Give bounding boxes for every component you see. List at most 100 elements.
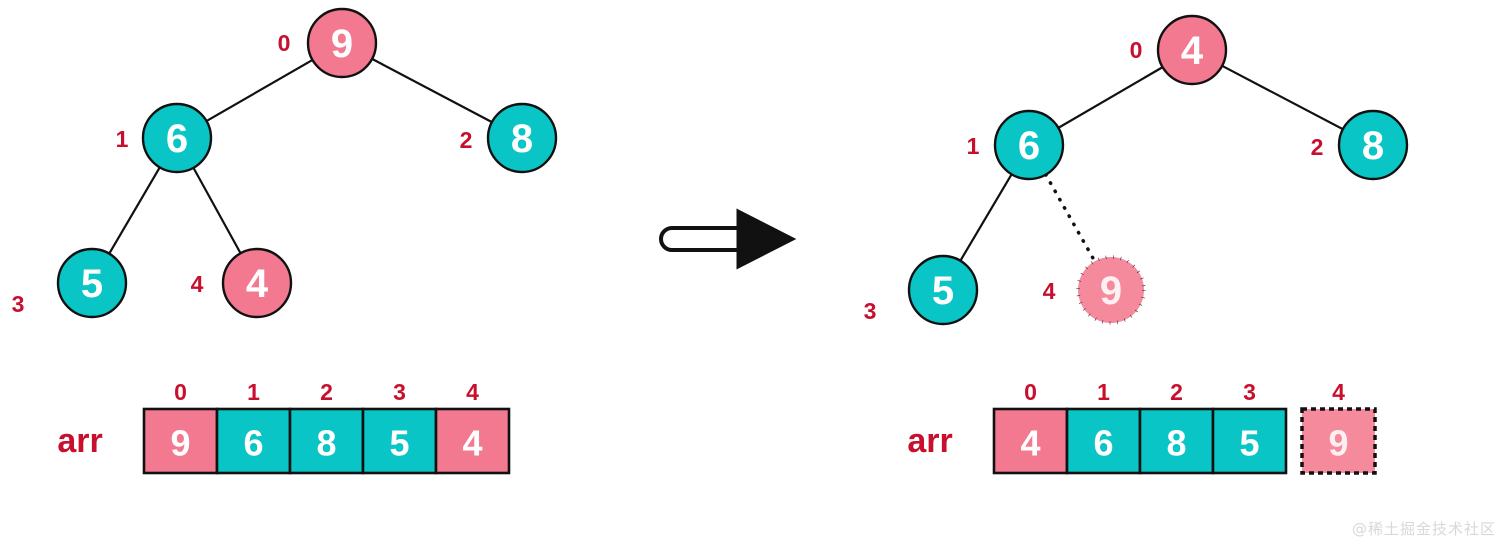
node-value: 8 — [1362, 124, 1384, 168]
node-index-label: 4 — [191, 271, 204, 297]
node-value: 9 — [331, 22, 353, 66]
node-circle — [486, 102, 558, 174]
node-value: 8 — [511, 117, 533, 161]
array-index-label: 0 — [1024, 379, 1037, 405]
array-cell-box — [361, 407, 438, 475]
right-tree-node-3[interactable]: 5 — [907, 254, 979, 326]
array-cell-value: 6 — [1093, 423, 1113, 464]
array-cell-value: 6 — [243, 423, 263, 464]
node-index-label: 1 — [967, 133, 980, 159]
node-value: 5 — [81, 262, 103, 306]
right-array: arr 4 0 6 1 8 2 5 3 9 4 — [907, 379, 1377, 475]
array-index-label: 4 — [466, 379, 479, 405]
left-array-cell-2[interactable]: 8 — [288, 407, 365, 475]
left-array-cell-3[interactable]: 5 — [361, 407, 438, 475]
left-tree-edge — [205, 58, 314, 123]
right-tree-edge — [1057, 66, 1164, 129]
array-cell-box — [434, 407, 511, 475]
node-index-label: 3 — [864, 298, 877, 324]
node-circle — [141, 102, 213, 174]
array-index-label: 2 — [320, 379, 333, 405]
right-array-cell-3[interactable]: 5 — [1211, 407, 1288, 475]
array-index-label: 1 — [1097, 379, 1110, 405]
array-cell-box — [288, 407, 365, 475]
array-cell-value: 4 — [462, 423, 482, 464]
left-tree-edge — [192, 166, 242, 255]
array-index-label: 1 — [247, 379, 260, 405]
right-tree-edge — [959, 173, 1013, 262]
node-circle — [1076, 255, 1146, 325]
right-tree-node-2[interactable]: 8 — [1337, 109, 1409, 181]
left-tree-edge — [108, 166, 161, 255]
array-cell-box — [1211, 407, 1288, 475]
left-tree-node-3[interactable]: 5 — [56, 247, 128, 319]
node-index-label: 2 — [1311, 134, 1324, 160]
node-circle — [306, 7, 378, 79]
right-tree-edges — [959, 64, 1344, 264]
right-panel: 4 0 6 1 8 2 5 3 9 4 arr 4 0 6 1 8 2 5 3 9 4 — [864, 14, 1409, 475]
left-array-cell-0[interactable]: 9 — [142, 407, 219, 475]
node-value: 4 — [1181, 29, 1204, 73]
node-index-label: 1 — [116, 126, 129, 152]
array-cell-value: 5 — [389, 423, 409, 464]
right-tree-node-1[interactable]: 6 — [993, 109, 1065, 181]
left-tree-edges — [108, 57, 494, 255]
right-array-cell-4[interactable]: 9 — [1300, 407, 1377, 475]
node-value: 9 — [1100, 269, 1122, 313]
right-array-label: arr — [907, 422, 952, 460]
array-cell-value: 8 — [316, 423, 336, 464]
left-array: arr 90 6 1 8 2 5 3 4 4 — [57, 379, 511, 475]
node-index-label: 0 — [1130, 37, 1143, 63]
node-circle — [1156, 14, 1228, 86]
node-value: 6 — [166, 117, 188, 161]
array-index-label: 4 — [1332, 379, 1345, 405]
right-array-cell-1[interactable]: 6 — [1065, 407, 1142, 475]
array-cell-box — [1300, 407, 1377, 475]
right-tree-edge — [1221, 64, 1344, 131]
node-circle — [56, 247, 128, 319]
right-tree-nodes: 4 0 6 1 8 2 5 3 9 4 — [864, 14, 1409, 326]
array-index-label: 3 — [1243, 379, 1256, 405]
node-index-label: 3 — [12, 291, 25, 317]
left-array-cell-4[interactable]: 4 — [434, 407, 511, 475]
node-circle — [907, 254, 979, 326]
array-index-label: 0 — [174, 379, 187, 405]
node-index-label: 4 — [1043, 278, 1056, 304]
left-tree-node-1[interactable]: 6 — [141, 102, 213, 174]
array-cell-box — [142, 407, 219, 475]
array-cell-value: 8 — [1166, 423, 1186, 464]
left-tree-node-4[interactable]: 4 — [221, 247, 293, 319]
right-tree-node-0[interactable]: 4 — [1156, 14, 1228, 86]
left-tree-edge — [370, 57, 494, 124]
node-value: 4 — [246, 262, 269, 306]
array-cell-value: 4 — [1020, 423, 1040, 464]
right-array-cell-0[interactable]: 4 — [992, 407, 1069, 475]
left-tree-node-2[interactable]: 8 — [486, 102, 558, 174]
array-cell-box — [1065, 407, 1142, 475]
array-cell-value: 9 — [1328, 423, 1348, 464]
right-array-cell-2[interactable]: 8 — [1138, 407, 1215, 475]
node-index-label: 0 — [278, 30, 291, 56]
node-index-label: 2 — [460, 127, 473, 153]
left-tree-node-0[interactable]: 9 — [306, 7, 378, 79]
left-array-label: arr — [57, 422, 102, 460]
watermark: @稀土掘金技术社区 — [1351, 520, 1496, 538]
left-tree-nodes: 9 0 6 1 8 2 5 3 4 4 — [12, 7, 558, 319]
array-cell-box — [215, 407, 292, 475]
right-tree-node-4[interactable]: 9 — [1076, 255, 1146, 325]
arrow-head — [736, 208, 797, 270]
node-circle — [221, 247, 293, 319]
node-value: 6 — [1018, 124, 1040, 168]
node-value: 5 — [932, 269, 954, 313]
array-cell-value: 5 — [1239, 423, 1259, 464]
node-circle — [993, 109, 1065, 181]
array-cell-box — [1138, 407, 1215, 475]
left-array-cell-1[interactable]: 6 — [215, 407, 292, 475]
array-index-label: 3 — [393, 379, 406, 405]
transition-arrow — [659, 208, 797, 270]
array-index-label: 2 — [1170, 379, 1183, 405]
node-circle — [1337, 109, 1409, 181]
